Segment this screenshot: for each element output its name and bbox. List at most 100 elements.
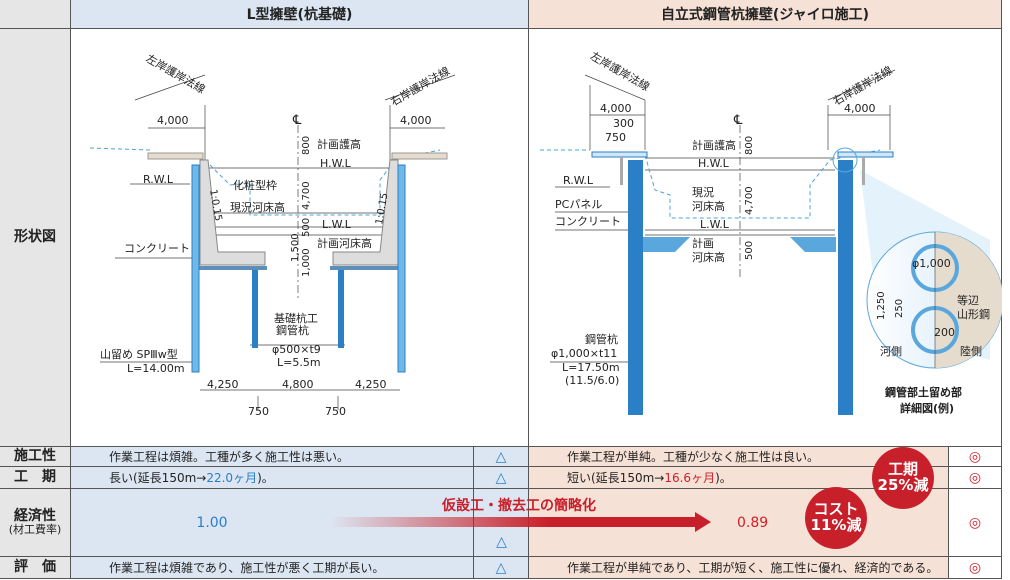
sheet-pile-right [397, 164, 406, 373]
svg-text:計画護高: 計画護高 [692, 138, 736, 152]
svg-text:鋼管杭: 鋼管杭 [276, 323, 309, 337]
l-wall-diagram: 左岸護岸法線 右岸護岸法線 4,000 4,000 ℄ 計画護高 H.W.L R… [89, 51, 456, 418]
svg-text:750: 750 [605, 131, 626, 144]
svg-text:φ1,000×t11: φ1,000×t11 [551, 347, 617, 360]
corner-cell [0, 0, 71, 29]
arrow-label: 仮設工・撤去工の簡略化 [442, 498, 596, 514]
svg-text:等辺: 等辺 [957, 293, 979, 307]
svg-text:4,000: 4,000 [844, 102, 876, 115]
period-left: 長い(延長150m→22.0ヶ月)。 [71, 467, 474, 489]
svg-text:PCパネル: PCパネル [555, 198, 602, 211]
detail-circle [866, 231, 1002, 369]
svg-text:℄: ℄ [733, 113, 743, 128]
steel-pile-wall-diagram: 左岸護岸法線 右岸護岸法線 4,000 4,000 300 750 ℄ 計画護高… [540, 49, 1002, 415]
left-diagram-cell: 左岸護岸法線 右岸護岸法線 4,000 4,000 ℄ 計画護高 H.W.L R… [71, 29, 529, 447]
svg-text:φ500×t9: φ500×t9 [272, 343, 321, 356]
svg-text:計画護高: 計画護高 [317, 137, 361, 151]
arrow-head-icon [695, 512, 711, 532]
svg-text:L.W.L: L.W.L [700, 218, 730, 231]
svg-text:コンクリート: コンクリート [555, 215, 621, 228]
svg-text:R.W.L: R.W.L [143, 173, 174, 186]
period-right-mark: ◎ [949, 467, 1002, 489]
svg-text:L=14.00m: L=14.00m [127, 362, 185, 375]
svg-text:L=17.50m: L=17.50m [562, 361, 620, 374]
row-label-period: 工 期 [0, 467, 71, 489]
reduction-arrow [330, 517, 695, 527]
svg-text:鋼管部土留め部: 鋼管部土留め部 [884, 385, 962, 399]
svg-text:800: 800 [301, 136, 312, 155]
svg-text:750: 750 [325, 405, 346, 418]
svg-text:800: 800 [744, 136, 755, 155]
row-label-economy: 経済性(材工費率) [0, 489, 71, 557]
svg-text:計画: 計画 [692, 236, 714, 250]
svg-text:化粧型枠: 化粧型枠 [233, 178, 277, 192]
svg-text:河床高: 河床高 [692, 250, 725, 264]
workability-right: 作業工程が単純。工種が少なく施工性は良い。 [529, 447, 949, 467]
svg-text:200: 200 [934, 326, 955, 339]
evaluation-right: 作業工程が単純であり、工期が短く、施工性に優れ、経済的である。 [529, 557, 949, 579]
svg-text:L=5.5m: L=5.5m [277, 356, 321, 369]
row-label-shape: 形状図 [0, 29, 71, 447]
economy-left-mark: △ [496, 534, 507, 550]
svg-text:L.W.L: L.W.L [322, 218, 352, 231]
row-label-workability: 施工性 [0, 447, 71, 467]
period-left-mark: △ [474, 467, 529, 489]
svg-text:計画河床高: 計画河床高 [317, 236, 372, 250]
svg-text:山形鋼: 山形鋼 [957, 307, 990, 321]
svg-text:500: 500 [744, 241, 755, 260]
workability-left: 作業工程は煩雑。工種が多く施工性は悪い。 [71, 447, 474, 467]
svg-text:4,700: 4,700 [744, 186, 755, 215]
header-steel-pile-wall: 自立式鋼管杭擁壁(ジャイロ施工) [529, 0, 1002, 29]
svg-text:1,000: 1,000 [301, 248, 312, 277]
foundation-pile-right [338, 270, 344, 348]
svg-text:1,250: 1,250 [876, 291, 887, 320]
svg-text:4,000: 4,000 [600, 102, 632, 115]
svg-text:H.W.L: H.W.L [320, 157, 352, 170]
svg-text:コンクリート: コンクリート [124, 242, 190, 255]
svg-text:左岸護岸法線: 左岸護岸法線 [588, 49, 652, 94]
workability-right-mark: ◎ [949, 447, 1002, 467]
svg-text:山留め SPⅢw型: 山留め SPⅢw型 [100, 347, 178, 361]
svg-text:現況河床高: 現況河床高 [230, 200, 285, 214]
right-diagram-cell: 左岸護岸法線 右岸護岸法線 4,000 4,000 300 750 ℄ 計画護高… [529, 29, 1002, 447]
svg-text:φ1,000: φ1,000 [912, 257, 951, 270]
svg-text:陸側: 陸側 [960, 345, 982, 358]
svg-text:4,250: 4,250 [207, 378, 239, 391]
svg-text:500: 500 [301, 218, 312, 237]
steel-pile-left [628, 160, 643, 415]
svg-text:河側: 河側 [880, 345, 902, 358]
period-right: 短い(延長150m→16.6ヶ月)。 [529, 467, 949, 489]
evaluation-left-mark: △ [474, 557, 529, 579]
evaluation-left: 作業工程は煩雑であり、施工性が悪く工期が長い。 [71, 557, 474, 579]
svg-text:4,250: 4,250 [355, 378, 387, 391]
svg-text:4,800: 4,800 [282, 378, 314, 391]
steel-pile-right [838, 160, 853, 415]
svg-text:4,000: 4,000 [157, 114, 189, 127]
svg-text:4,000: 4,000 [400, 114, 432, 127]
svg-text:河床高: 河床高 [692, 199, 725, 213]
svg-text:1:0.15: 1:0.15 [374, 192, 390, 225]
svg-text:250: 250 [894, 299, 905, 318]
svg-text:基礎杭工: 基礎杭工 [274, 311, 318, 325]
svg-text:(11.5/6.0): (11.5/6.0) [565, 374, 619, 387]
row-label-evaluation: 評 価 [0, 557, 71, 579]
workability-left-mark: △ [474, 447, 529, 467]
evaluation-right-mark: ◎ [949, 557, 1002, 579]
svg-text:1:0.15: 1:0.15 [207, 189, 223, 222]
header-l-wall: L型擁壁(杭基礎) [71, 0, 529, 29]
svg-text:右岸護岸法線: 右岸護岸法線 [388, 64, 452, 109]
svg-text:鋼管杭: 鋼管杭 [585, 332, 618, 346]
svg-text:1,500: 1,500 [290, 233, 301, 262]
sheet-pile-left [191, 164, 200, 373]
svg-text:℄: ℄ [292, 113, 302, 128]
svg-text:750: 750 [248, 405, 269, 418]
svg-text:R.W.L: R.W.L [563, 174, 594, 187]
svg-text:左岸護岸法線: 左岸護岸法線 [144, 51, 208, 96]
svg-text:H.W.L: H.W.L [698, 157, 730, 170]
foundation-pile-left [252, 270, 258, 348]
svg-text:現況: 現況 [692, 185, 714, 199]
economy-right-mark: ◎ [949, 489, 1002, 557]
svg-text:300: 300 [613, 117, 634, 130]
